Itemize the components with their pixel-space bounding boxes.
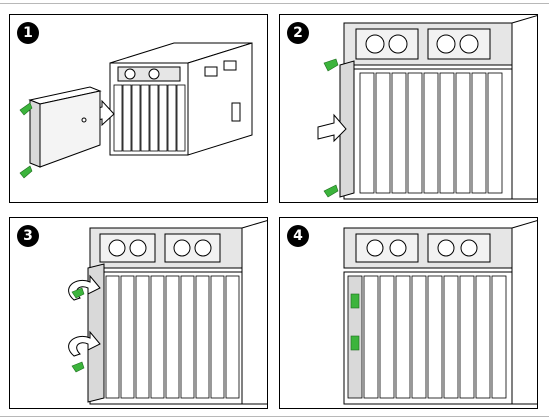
step-3-illustration	[68, 220, 267, 405]
step-number-badge-4: 4	[287, 225, 309, 247]
top-rule	[0, 3, 549, 4]
step-4-illustration	[343, 220, 537, 405]
step-panel-4: 4	[279, 217, 538, 409]
step-number-badge-3: 3	[17, 225, 39, 247]
step-1-illustration	[19, 42, 253, 179]
step-number-badge-1: 1	[17, 22, 39, 44]
release-lever-icon	[323, 58, 339, 198]
blade-slots	[113, 84, 186, 152]
step-panel-1: 1	[9, 14, 268, 203]
release-lever-icon	[71, 287, 85, 373]
step-number-badge-2: 2	[287, 22, 309, 44]
bottom-rule	[0, 416, 549, 417]
release-lever-icon	[19, 102, 33, 179]
blade-module	[339, 60, 355, 198]
step-2-illustration	[317, 15, 537, 200]
step-panel-2: 2	[279, 14, 538, 203]
blade-module	[87, 263, 105, 403]
step-panel-3: 3	[9, 217, 268, 409]
release-lever-icon	[350, 293, 360, 351]
insert-arrow-icon	[317, 113, 347, 143]
blade-slots	[105, 275, 240, 399]
blade-slots	[359, 72, 503, 194]
blade-slots	[347, 275, 507, 399]
blade-module	[28, 86, 102, 168]
